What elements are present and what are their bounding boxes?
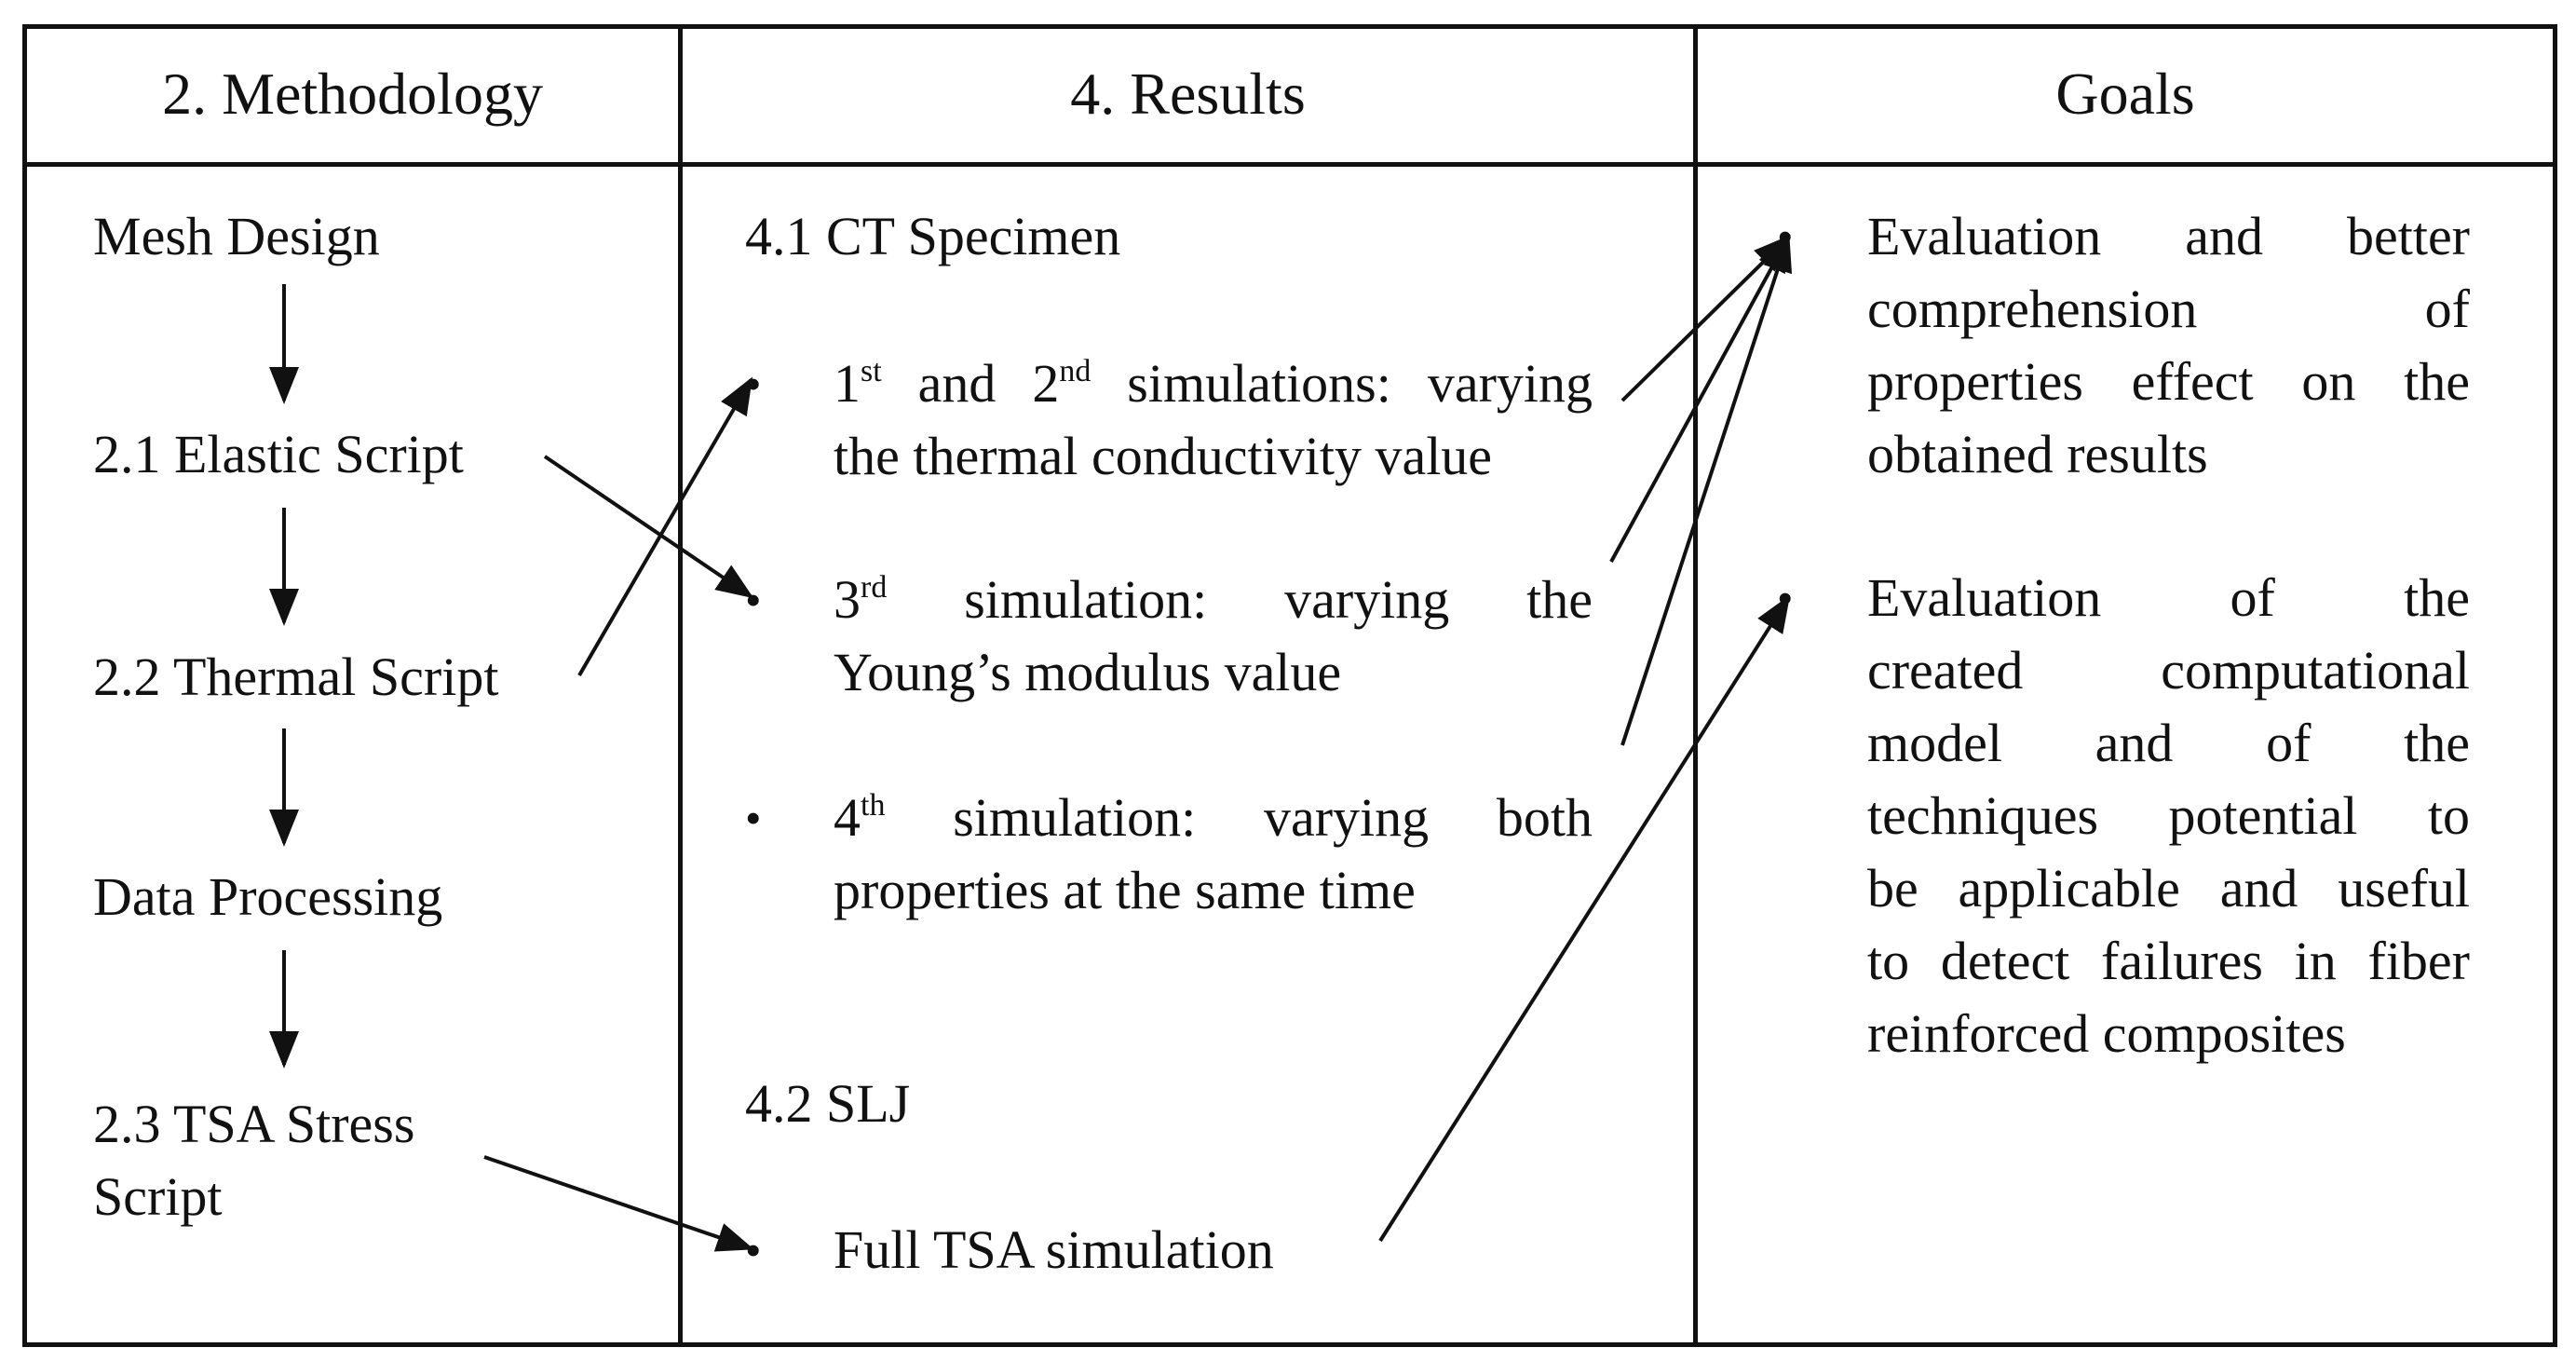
method-step-data-processing: Data Processing — [93, 866, 443, 927]
arrow-tsa-to-full-simulation — [483, 1155, 754, 1252]
method-step-mesh-design: Mesh Design — [93, 206, 380, 266]
goals-item-1-line2: comprehension of — [1867, 279, 2470, 339]
goals-item-2-line4: techniques potential to — [1867, 785, 2470, 846]
goals-item-2: Evaluation of the created computational … — [1867, 562, 2470, 1070]
results-item-2: 3rd simulation: varying the Young’s modu… — [834, 564, 1593, 709]
arrow-4th-to-goal-1 — [1620, 234, 1793, 746]
results-item-1-line1: 1st and 2nd simulations: varying — [834, 353, 1593, 414]
results-section-ct: 4.1 CT Specimen — [745, 206, 1121, 266]
arrow-elastic-to-3rd-simulation — [543, 455, 754, 599]
goals-item-1-line1: Evaluation and better — [1867, 206, 2470, 266]
results-item-3-line2: properties at the same time — [834, 860, 1416, 920]
method-step-thermal-script: 2.2 Thermal Script — [93, 646, 499, 707]
goals-item-2-line2: created computational — [1867, 640, 2470, 701]
column-divider-2 — [1693, 24, 1698, 1347]
method-step-tsa-stress-script: 2.3 TSA Stress Script — [93, 1088, 414, 1233]
table-frame — [22, 24, 2557, 1347]
results-item-1: 1st and 2nd simulations: varying the the… — [834, 347, 1593, 493]
method-step-elastic-script: 2.1 Elastic Script — [93, 424, 464, 484]
goals-item-2-line6: to detect failures in fiber — [1867, 931, 2470, 991]
arrow-full-tsa-to-goal-2 — [1378, 594, 1791, 1243]
arrow-thermal-to-1st-2nd-simulation — [577, 376, 753, 677]
goals-item-1-line3: properties effect on the — [1867, 351, 2470, 412]
results-item-2-line2: Young’s modulus value — [834, 642, 1342, 702]
goals-item-2-line3: model and of the — [1867, 713, 2470, 773]
results-item-2-line1: 3rd simulation: varying the — [834, 569, 1593, 630]
header-goals: Goals — [2055, 61, 2195, 127]
header-results: 4. Results — [1070, 61, 1306, 127]
method-step-tsa-line1: 2.3 TSA Stress — [93, 1094, 415, 1154]
goals-item-2-line1: Evaluation of the — [1867, 567, 2470, 628]
results-item-3: 4th simulation: varying both properties … — [834, 782, 1593, 927]
method-step-tsa-line2: Script — [93, 1166, 223, 1227]
results-item-3-line1: 4th simulation: varying both — [834, 787, 1593, 848]
goals-item-2-line5: be applicable and useful — [1867, 858, 2470, 919]
goals-item-1-line4: obtained results — [1867, 424, 2208, 484]
results-item-slj: Full TSA simulation — [834, 1219, 1274, 1280]
arrow-3rd-to-goal-1 — [1609, 234, 1790, 563]
header-methodology: 2. Methodology — [162, 61, 543, 127]
goals-item-2-line7: reinforced composites — [1867, 1003, 2346, 1064]
header-divider — [22, 162, 2557, 167]
column-divider-1 — [678, 24, 683, 1347]
results-bullet-3: • — [745, 792, 762, 844]
goals-item-1: Evaluation and better comprehension of p… — [1867, 200, 2470, 491]
results-section-slj: 4.2 SLJ — [745, 1073, 911, 1134]
results-item-1-line2: the thermal conductivity value — [834, 426, 1493, 486]
